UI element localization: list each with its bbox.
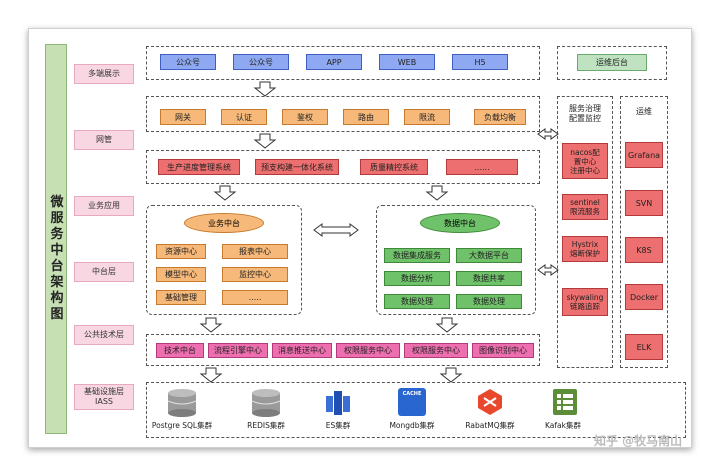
layer-label-common: 公共技术层 (74, 325, 134, 345)
business-box: 生产进度管理系统 (158, 159, 240, 175)
kafka-icon (553, 389, 577, 415)
infra-group (146, 382, 686, 438)
biz-center-item: 监控中心 (222, 267, 288, 282)
common-tech-box: 图像识别中心 (472, 343, 534, 358)
common-tech-box: 消息推送中心 (272, 343, 332, 358)
infra-label: REDIS集群 (247, 421, 285, 430)
business-box: ...... (446, 159, 518, 175)
biz-center-item: 模型中心 (156, 267, 206, 282)
data-center-item: 数据共享 (456, 271, 522, 286)
ops-item: Grafana (625, 142, 663, 168)
gateway-box: 负载均衡 (474, 109, 526, 125)
gateway-box: 路由 (343, 109, 389, 125)
down-arrow (213, 185, 237, 201)
governance-item: nacos配 置中心 注册中心 (562, 143, 608, 179)
down-arrow (199, 317, 223, 333)
down-arrow (253, 81, 277, 97)
ops-console-box: 运维后台 (577, 54, 647, 71)
gateway-box: 限流 (404, 109, 450, 125)
biz-center-item: 报表中心 (222, 244, 288, 259)
biz-center-item: 基础管理 (156, 290, 206, 305)
data-center-item: 数据处理 (384, 294, 450, 309)
cache-icon: CACHE (398, 388, 426, 416)
biz-center-title: 业务中台 (184, 213, 264, 233)
layer-label-gateway: 网管 (74, 130, 134, 150)
queue-icon (478, 389, 502, 415)
ops-item: SVN (625, 190, 663, 216)
gateway-box: 网关 (160, 109, 206, 125)
client-box: H5 (452, 54, 508, 70)
biz-center-item: ..... (222, 290, 288, 305)
data-center-item: 大数据平台 (456, 248, 522, 263)
data-center-group (376, 205, 536, 315)
bidirectional-arrow (537, 264, 559, 276)
client-box: 公众号 (160, 54, 216, 70)
governance-group (557, 96, 613, 368)
down-arrow (199, 367, 223, 383)
elastic-icon (326, 391, 350, 415)
business-box: 预支构建一体化系统 (255, 159, 339, 175)
client-box: WEB (379, 54, 435, 70)
layer-label-display: 多端展示 (74, 64, 134, 84)
down-arrow (425, 185, 449, 201)
diagram-title-bar: 微服务中台架构图 (45, 44, 67, 434)
data-center-item: 数据处理 (456, 294, 522, 309)
governance-item: sentinel 限流服务 (562, 194, 608, 220)
ops-title: 运维 (636, 107, 652, 116)
layer-label-infra: 基础设施层 IASS (74, 384, 134, 410)
business-box: 质量精控系统 (360, 159, 428, 175)
biz-center-group (146, 205, 302, 315)
governance-item: skywaling 链路追踪 (562, 288, 608, 316)
ops-item: Docker (625, 284, 663, 310)
common-tech-group (146, 334, 540, 366)
bidirectional-arrow (537, 128, 559, 140)
down-arrow (253, 133, 277, 149)
down-arrow (435, 317, 459, 333)
biz-center-item: 资源中心 (156, 244, 206, 259)
down-arrow (439, 367, 463, 383)
common-tech-box: 流程引擎中心 (208, 343, 268, 358)
database-icon (251, 389, 281, 417)
data-center-item: 数据集成服务 (384, 248, 450, 263)
database-icon (167, 389, 197, 417)
governance-title: 服务治理 配置监控 (569, 104, 601, 123)
infra-label: ES集群 (325, 421, 351, 430)
ops-group (620, 96, 668, 368)
ops-item: K8S (625, 237, 663, 263)
data-center-item: 数据分析 (384, 271, 450, 286)
layer-label-business: 业务应用 (74, 196, 134, 216)
common-tech-box: 权限服务中心 (404, 343, 468, 358)
common-tech-box: 技术中台 (156, 343, 204, 358)
gateway-box: 认证 (221, 109, 267, 125)
governance-item: Hystrix 熔断保护 (562, 236, 608, 262)
gateway-group (146, 96, 540, 132)
infra-label: Mongdb集群 (389, 421, 435, 430)
ops-console-group (557, 46, 667, 80)
client-box: APP (306, 54, 362, 70)
infra-label: Postgre SQL集群 (151, 421, 213, 430)
layer-label-middle: 中台层 (74, 262, 134, 282)
gateway-box: 鉴权 (282, 109, 328, 125)
client-box: 公众号 (233, 54, 289, 70)
client-group (146, 46, 540, 80)
infra-label: RabatMQ集群 (465, 421, 515, 430)
ops-item: ELK (625, 334, 663, 360)
data-center-title: 数据中台 (420, 213, 500, 233)
common-tech-box: 权限服务中心 (336, 343, 400, 358)
infra-label: Kafak集群 (545, 421, 581, 430)
bidirectional-arrow (313, 223, 359, 237)
watermark: 知乎 @牧马南山 (594, 434, 683, 448)
business-group (146, 150, 540, 184)
diagram-title: 微服务中台架构图 (50, 195, 64, 322)
